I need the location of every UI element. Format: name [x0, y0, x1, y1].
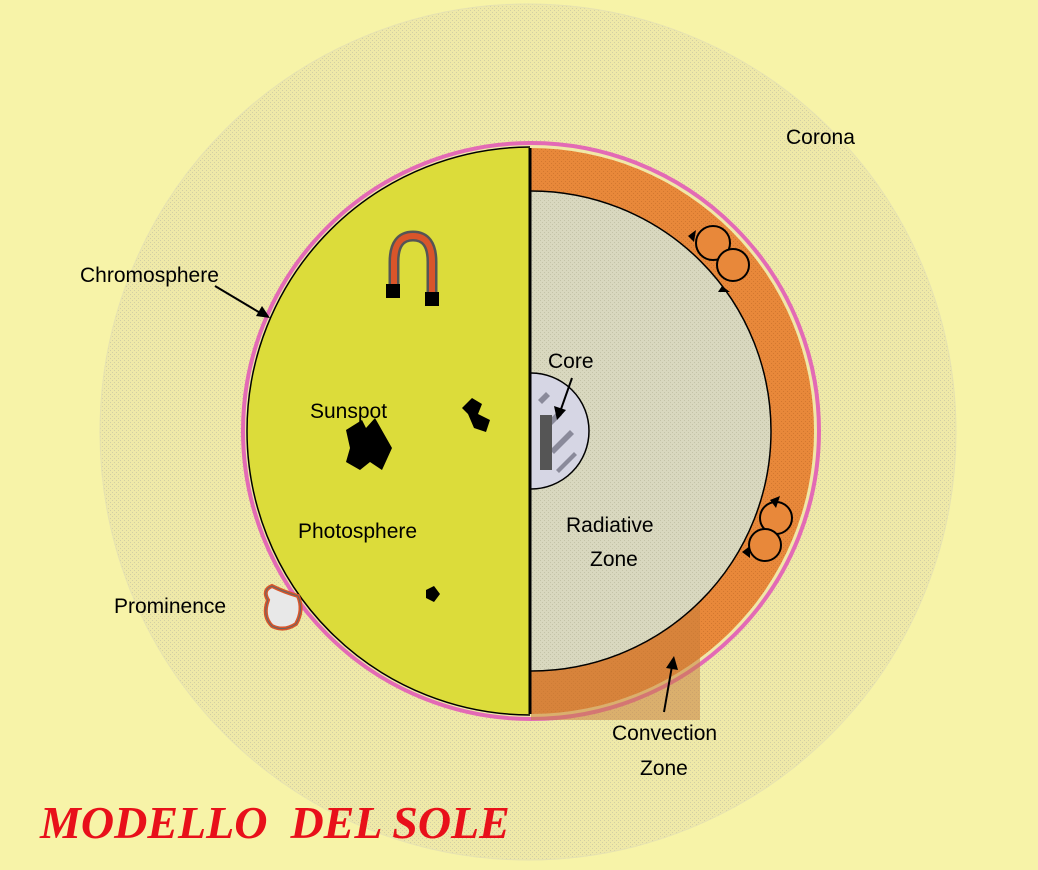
core-label: Core: [548, 350, 594, 373]
radiative-zone-label-line2: Zone: [590, 548, 638, 571]
sunspot-icon: [346, 398, 490, 602]
convection-arrow: [663, 656, 678, 713]
convection-cells-upper-icon: [695, 225, 750, 282]
chromosphere-label: Chromosphere: [80, 264, 219, 287]
page-title: MODELLO DEL SOLE: [39, 797, 510, 848]
side-prominence-icon: [263, 583, 303, 631]
convection-zone-label-line2: Zone: [640, 757, 688, 780]
photosphere-label: Photosphere: [298, 520, 417, 543]
radiative-zone-label-line1: Radiative: [566, 514, 654, 537]
convection-zone-label-line1: Convection: [612, 722, 717, 745]
prominence-label: Prominence: [114, 595, 226, 618]
loop-prominence-icon: [386, 230, 439, 306]
convection-cells-lower-icon: [748, 501, 793, 562]
core-arrow: [554, 377, 573, 420]
photosphere-half: [246, 146, 530, 716]
core-hatch-icon: [538, 392, 577, 473]
chromosphere-arrow: [214, 285, 270, 318]
sunspot-label: Sunspot: [310, 400, 387, 423]
photosphere: [246, 146, 530, 716]
corona-label: Corona: [786, 126, 855, 149]
